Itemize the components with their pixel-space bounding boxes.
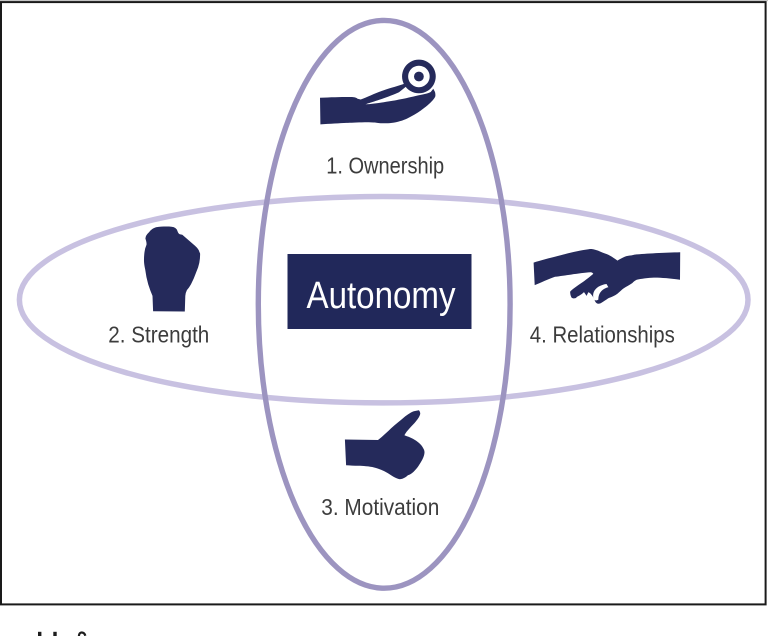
svg-text:2. Strength: 2. Strength (108, 321, 209, 347)
svg-text:4. Relationships: 4. Relationships (530, 321, 675, 347)
svg-text:1. Ownership: 1. Ownership (326, 152, 444, 178)
svg-text:3. Motivation: 3. Motivation (321, 494, 439, 520)
svg-text:Autonomy: Autonomy (307, 275, 456, 317)
